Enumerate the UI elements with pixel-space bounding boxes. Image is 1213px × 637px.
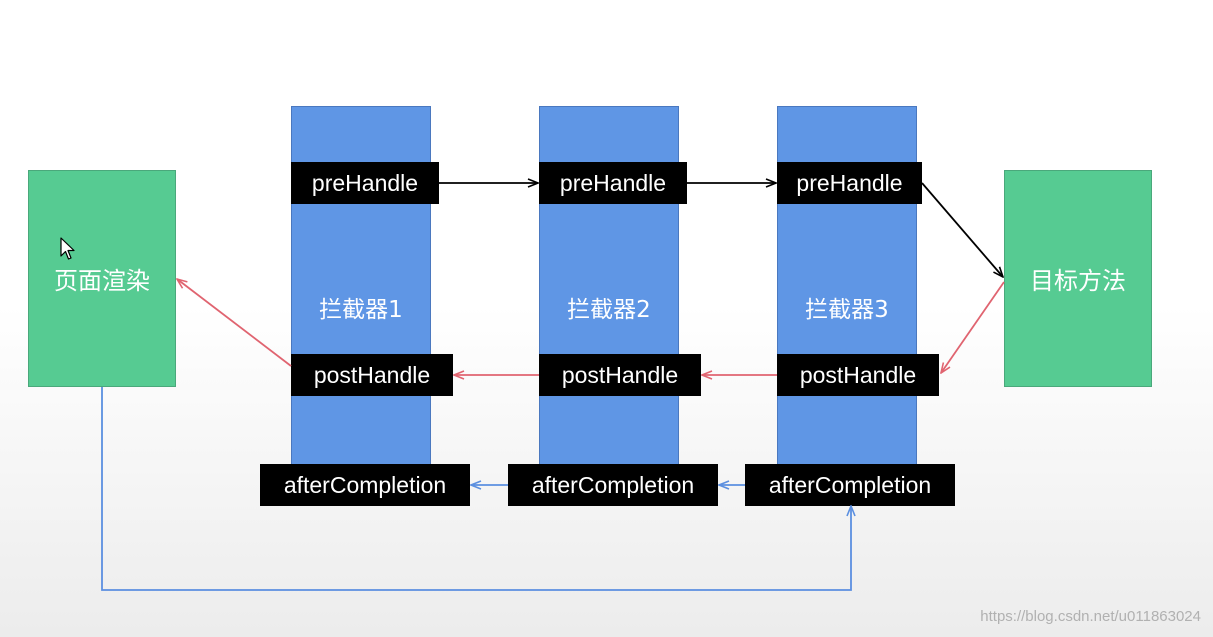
interceptor-2-aftercompletion: afterCompletion bbox=[508, 464, 718, 506]
interceptor-2-prehandle: preHandle bbox=[539, 162, 687, 204]
interceptor-2-label: 拦截器2 bbox=[567, 297, 651, 323]
target-method-label: 目标方法 bbox=[1030, 267, 1126, 295]
interceptor-3-posthandle: postHandle bbox=[777, 354, 939, 396]
interceptor-2-posthandle: postHandle bbox=[539, 354, 701, 396]
watermark: https://blog.csdn.net/u011863024 bbox=[980, 608, 1201, 625]
arrow-target-to-post-3 bbox=[941, 281, 1005, 373]
target-method-node: 目标方法 bbox=[1004, 170, 1152, 387]
interceptor-3-aftercompletion: afterCompletion bbox=[745, 464, 955, 506]
page-render-label: 页面渲染 bbox=[54, 267, 150, 295]
interceptor-1-prehandle: preHandle bbox=[291, 162, 439, 204]
interceptor-1-label: 拦截器1 bbox=[319, 297, 403, 323]
interceptor-3-prehandle: preHandle bbox=[777, 162, 922, 204]
interceptor-3-label: 拦截器3 bbox=[805, 297, 889, 323]
page-render-node: 页面渲染 bbox=[28, 170, 176, 387]
arrow-post-1-to-render bbox=[177, 279, 292, 367]
mouse-cursor-icon bbox=[60, 237, 75, 260]
arrow-pre-3-to-target bbox=[921, 182, 1003, 277]
interceptor-1-posthandle: postHandle bbox=[291, 354, 453, 396]
arrow-render-to-after-3 bbox=[101, 387, 851, 591]
interceptor-1-aftercompletion: afterCompletion bbox=[260, 464, 470, 506]
